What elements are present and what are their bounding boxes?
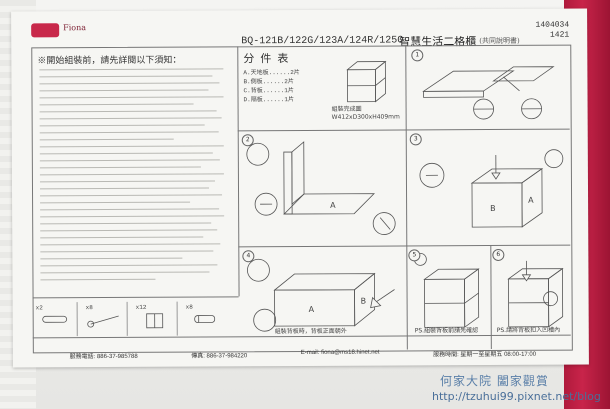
step-number-4: 4 [242,250,255,263]
instructions-column: ※開始組裝前，請先詳閱以下須知： [31,46,240,298]
step-number-3: 3 [409,133,422,146]
svg-text:A: A [309,305,315,314]
svg-text:A: A [528,196,534,205]
hardware-cam: x12 [132,301,178,336]
step-5-drawing [413,252,480,328]
code-line-1: 1404034 [535,20,570,30]
document-code: 1404034 1421 [536,21,570,41]
hardware-dowel: x2 [32,302,78,337]
step-5-note: PS.組裝背板前請先確認 [414,327,479,335]
code-line-2: 1421 [549,30,570,40]
assembled-dimension-note: 組裝完成圖 W412xD300xH409mm [332,105,400,121]
footer-email: E-mail: fiona@ms18.hinet.net [300,349,380,356]
step-number-2: 2 [241,134,254,147]
dowel-icon [42,315,68,323]
instruction-sheet: Fiona BQ-121B/122G/123A/124R/125C 智慧生活二格… [11,8,589,368]
step-3-drawing: BA [419,149,564,228]
brand-logo [31,23,60,38]
contact-footer: 服務電話: 886-37-985788 傳真: 886-37-984220 E-… [43,349,563,361]
svg-text:B: B [490,204,496,213]
step-number-1: 1 [411,49,424,62]
assembled-cabinet-drawing [346,60,387,103]
step-4-drawing: AB [247,258,395,332]
assembled-size: W412xD300xH409mm [331,113,400,121]
instructions-text-block [39,68,232,286]
svg-text:B: B [361,297,367,306]
hardware-strip: x2 x8 x12 x8 [32,296,239,339]
step-1-drawing [422,66,555,120]
hardware-screw: x8 [82,301,128,337]
screw-icon [87,315,119,328]
cam-lock-icon [146,313,164,329]
instructions-title: ※開始組裝前，請先詳閱以下須知： [37,55,182,67]
parts-item-a: A.天地板......2片 [243,68,300,77]
step-6-note: PS.請將背板扣入凹槽內 [496,326,561,334]
hardware-bolt: x8 [183,301,227,335]
step-6-drawing [507,260,564,328]
step-2-drawing: A [246,141,396,235]
watermark-text: 何家大院 闔家觀賞 [440,374,549,388]
step-4-note: 組裝背板時，背板正面朝外 [274,327,347,336]
bolt-icon [194,315,216,323]
footer-fax: 傳真: 886-37-984220 [191,353,248,360]
footer-phone: 服務電話: 886-37-985788 [69,353,138,361]
brand-name: Fiona [63,23,87,33]
svg-text:A: A [330,201,336,210]
parts-item-c: C.背板......1片 [243,87,294,95]
step-number-5: 5 [408,249,421,262]
parts-list: A.天地板......2片 B.側板......2片 C.背板......1片 … [243,68,300,104]
step-number-6: 6 [492,248,505,261]
footer-hours: 服務時間: 星期一至星期五 08:00-17:00 [433,351,537,359]
parts-item-d: D.隔板......1片 [243,96,294,104]
watermark-url: http://tzuhui99.pixnet.net/blog [432,390,601,403]
parts-table-title: 分件表 [243,52,295,66]
parts-item-b: B.側板......2片 [243,78,294,86]
